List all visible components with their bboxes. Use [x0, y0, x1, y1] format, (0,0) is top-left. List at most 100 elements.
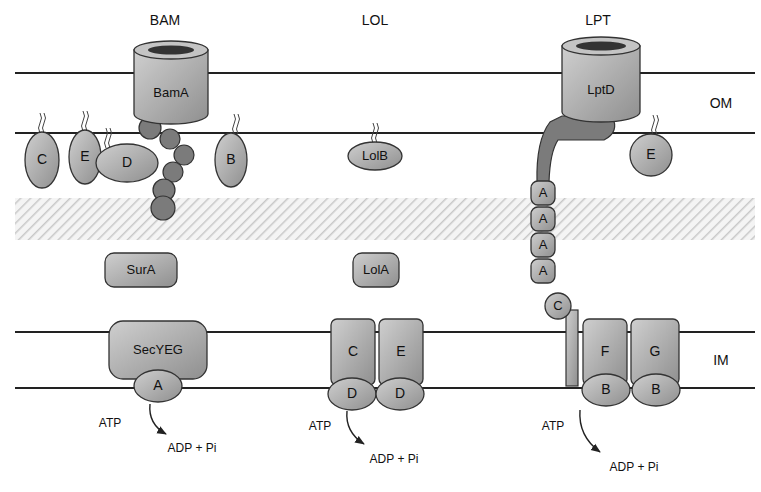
barrel-top [562, 37, 640, 55]
potra-domain [174, 145, 194, 165]
membrane-label: OM [710, 95, 733, 111]
protein-shape [331, 319, 375, 385]
protein-shape [531, 233, 555, 257]
membrane-subunit: C [330, 318, 376, 386]
atpase-subunit: B [631, 373, 681, 407]
membrane-line [15, 72, 755, 74]
barrel-pore [576, 42, 626, 51]
hydrolysis-arrow [580, 410, 600, 452]
protein-name: BamA [153, 86, 188, 100]
pathway-heading: BAM [150, 11, 180, 29]
protein-shape [353, 253, 399, 287]
protein-name: A [539, 186, 548, 200]
atpase-subunit: B [581, 373, 631, 407]
lipoprotein: D [95, 143, 159, 183]
protein-shape [105, 253, 177, 287]
potra-domain [160, 129, 180, 149]
protein-name: A [153, 378, 162, 393]
protein-name: A [539, 264, 548, 278]
lipoprotein: LolB [347, 141, 403, 171]
protein-name: A [539, 212, 548, 226]
lipid-anchor [39, 113, 46, 133]
substrate-label: ATP [309, 416, 331, 434]
protein-name: SecYEG [133, 343, 183, 357]
protein-name: LolA [363, 263, 389, 277]
barrel-protein: LptD [561, 36, 641, 122]
protein-name: LptD [587, 83, 614, 97]
protein-outline [561, 36, 641, 122]
protein-shape [348, 142, 402, 170]
bridge-subunit: A [530, 180, 556, 206]
pathway-heading: LOL [362, 11, 388, 29]
lipid-anchor [233, 114, 240, 134]
bridge-subunit: A [530, 258, 556, 284]
pathway-heading: LOL [362, 12, 388, 28]
lipid-anchor [372, 123, 379, 143]
product-label: ADP + Pi [370, 452, 419, 466]
atpase-subunit: D [327, 377, 377, 411]
protein-name: C [553, 299, 562, 313]
protein-shape [531, 259, 555, 283]
barrel-body [562, 46, 640, 122]
lipid-anchor [105, 128, 112, 148]
hydrolysis-arrow [150, 404, 166, 434]
product-label: ADP + Pi [370, 449, 419, 467]
substrate-label: ATP [99, 416, 121, 430]
product-label: ADP + Pi [610, 460, 659, 474]
protein-shape [630, 134, 672, 176]
protein-shape [215, 133, 247, 187]
lipoprotein: B [214, 132, 248, 188]
protein-name: B [651, 382, 660, 397]
peptidoglycan-band [15, 198, 755, 240]
lptd-jellyroll [537, 116, 615, 182]
protein-shape [96, 144, 158, 182]
protein-name: SurA [127, 263, 156, 277]
protein-name: B [226, 152, 235, 167]
protein-shape [25, 132, 59, 188]
atpase-subunit: D [375, 377, 425, 411]
lipid-anchor [652, 115, 659, 135]
protein-name: C [348, 344, 358, 359]
protein-name: C [37, 152, 47, 167]
protein-name: E [646, 147, 655, 162]
membrane-label: IM [713, 352, 729, 368]
protein-name: B [601, 382, 610, 397]
membrane-label: IM [713, 351, 729, 369]
membrane-subunit: E [378, 318, 424, 386]
chaperone-box: LolA [352, 252, 400, 288]
substrate-label: ATP [99, 413, 121, 431]
protein-shape [531, 207, 555, 231]
product-label: ADP + Pi [168, 438, 217, 456]
atp-arrows [150, 404, 600, 452]
atpase-subunit: A [133, 369, 183, 403]
product-label: ADP + Pi [168, 441, 217, 455]
barrel-pore [148, 46, 194, 55]
lipid-anchor [82, 111, 89, 131]
substrate-label: ATP [542, 419, 564, 433]
membrane-line [15, 132, 755, 134]
lipoprotein: C [24, 131, 60, 189]
barrel-body [134, 50, 208, 124]
protein-name: F [601, 344, 610, 359]
protein-shape [69, 130, 101, 184]
protein-name: D [347, 386, 357, 401]
protein-shape [632, 374, 680, 406]
protein-shape [376, 378, 424, 410]
protein-shape [379, 319, 423, 385]
protein-name: LolB [362, 149, 388, 163]
protein-shape [328, 378, 376, 410]
potra-domain [151, 196, 175, 220]
pathway-heading: LPT [585, 11, 611, 29]
protein-name: E [80, 149, 89, 164]
barrel-protein: BamA [133, 40, 209, 124]
lipoprotein: E [629, 133, 673, 177]
protein-shape [531, 181, 555, 205]
protein-name: A [539, 238, 548, 252]
membrane-label: OM [710, 94, 733, 112]
substrate-label: ATP [309, 419, 331, 433]
protein-name: G [650, 344, 661, 359]
bridge-anchor: C [544, 292, 572, 320]
product-label: ADP + Pi [610, 457, 659, 475]
pathway-heading: LPT [585, 12, 611, 28]
